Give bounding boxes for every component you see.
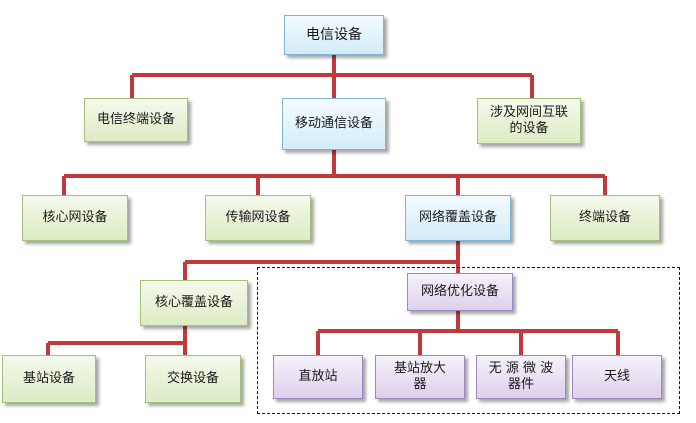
node-telecom-equipment: 电信设备 <box>284 15 384 55</box>
node-label: 网络优化设备 <box>420 284 499 299</box>
node-label: 涉及网间互联 的设备 <box>489 105 568 136</box>
node-switching-equipment: 交换设备 <box>145 355 241 403</box>
node-terminal-device: 终端设备 <box>550 195 660 241</box>
node-label: 基站放大 器 <box>393 361 446 392</box>
node-label: 移动通信设备 <box>294 116 373 131</box>
node-repeater: 直放站 <box>273 355 363 399</box>
node-label: 直放站 <box>298 369 338 384</box>
node-label: 无 源 微 波 器件 <box>488 361 554 392</box>
node-label: 电信设备 <box>306 27 362 43</box>
node-interconnect-equipment: 涉及网间互联 的设备 <box>477 98 581 144</box>
node-core-network-equipment: 核心网设备 <box>22 195 128 241</box>
node-network-optimization-equipment: 网络优化设备 <box>407 273 513 311</box>
node-label: 基站设备 <box>22 371 75 386</box>
node-network-coverage-equipment: 网络覆盖设备 <box>405 195 511 241</box>
node-base-station-amplifier: 基站放大 器 <box>375 355 465 399</box>
node-label: 核心网设备 <box>42 210 108 225</box>
node-label: 终端设备 <box>578 210 631 225</box>
node-label: 网络覆盖设备 <box>418 210 497 225</box>
node-passive-microwave-device: 无 源 微 波 器件 <box>476 355 566 399</box>
node-telecom-terminal-equipment: 电信终端设备 <box>84 98 188 142</box>
node-label: 传输网设备 <box>225 210 291 225</box>
node-label: 天线 <box>603 369 630 384</box>
node-label: 核心覆盖设备 <box>154 295 233 310</box>
node-label: 交换设备 <box>166 371 219 386</box>
node-antenna: 天线 <box>572 355 662 399</box>
node-mobile-communication-equipment: 移动通信设备 <box>282 98 386 150</box>
node-core-coverage-equipment: 核心覆盖设备 <box>140 280 248 326</box>
node-transmission-network-equipment: 传输网设备 <box>205 195 311 241</box>
network-optimization-group-box <box>257 267 680 414</box>
node-label: 电信终端设备 <box>96 112 175 127</box>
node-base-station-equipment: 基站设备 <box>2 355 96 403</box>
